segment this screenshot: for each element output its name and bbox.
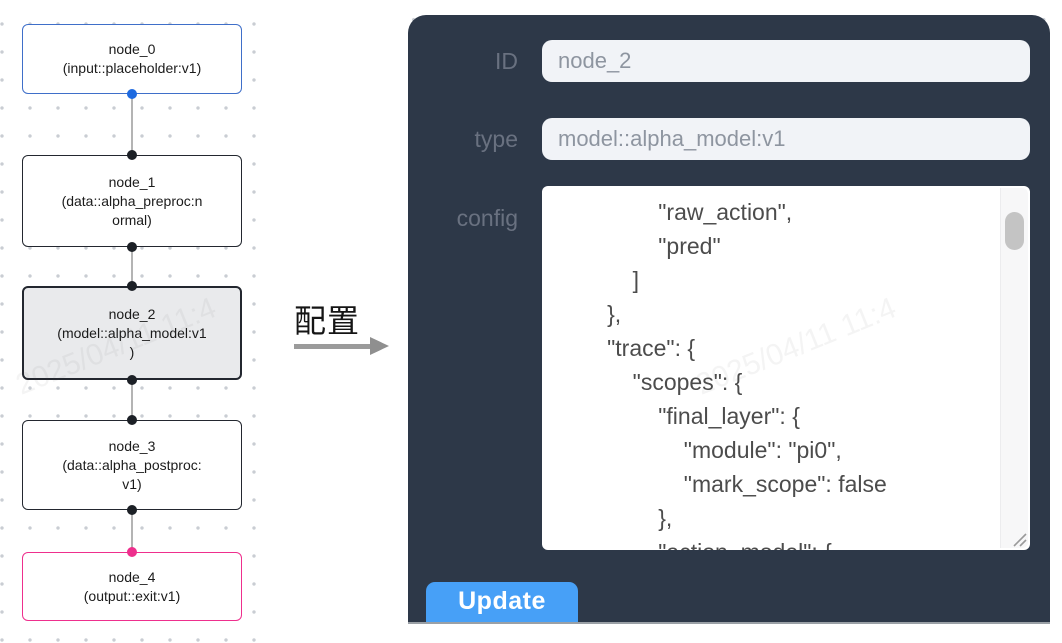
input-handle-node_2[interactable]	[127, 281, 137, 291]
config-scrollbar-thumb[interactable]	[1005, 212, 1024, 250]
input-handle-node_4[interactable]	[127, 547, 137, 557]
config-scrollbar-track[interactable]	[1000, 188, 1028, 548]
edge-node0-node1	[131, 94, 133, 155]
edge-node1-node2	[131, 247, 133, 286]
graph-node-node_0[interactable]: node_0 (input::placeholder:v1)	[22, 24, 242, 94]
config-editor[interactable]: "raw_action", "pred" ] }, "trace": { "sc…	[542, 186, 1030, 550]
type-input[interactable]	[542, 118, 1030, 160]
flow-graph-canvas[interactable]: node_0 (input::placeholder:v1) node_1 (d…	[0, 0, 272, 643]
output-handle-node_0[interactable]	[127, 89, 137, 99]
type-field-label: type	[474, 126, 518, 152]
node-type-label: ormal)	[112, 211, 152, 228]
node-title: node_3	[108, 437, 156, 454]
node-type-label: (data::alpha_postproc:	[62, 456, 202, 473]
input-handle-node_3[interactable]	[127, 415, 137, 425]
node-type-label: (model::alpha_model:v1	[57, 324, 207, 341]
configure-arrow	[294, 344, 372, 349]
update-button[interactable]: Update	[426, 582, 578, 622]
output-handle-node_3[interactable]	[127, 505, 137, 515]
graph-node-node_2[interactable]: node_2 (model::alpha_model:v1 )	[22, 286, 242, 380]
node-config-panel: ID type config "raw_action", "pred" ] },…	[408, 15, 1050, 622]
id-field-label: ID	[495, 48, 518, 74]
config-json-text[interactable]: "raw_action", "pred" ] }, "trace": { "sc…	[607, 199, 887, 550]
id-input[interactable]	[542, 40, 1030, 82]
edge-node3-node4	[131, 510, 133, 552]
node-type-label: v1)	[122, 475, 142, 492]
configure-arrow-head-icon	[370, 337, 389, 355]
node-title: node_4	[108, 568, 156, 585]
panel-canvas: ID type config "raw_action", "pred" ] },…	[392, 0, 1062, 622]
node-title: node_0	[108, 41, 156, 57]
graph-node-node_1[interactable]: node_1 (data::alpha_preproc:n ormal)	[22, 155, 242, 247]
output-handle-node_1[interactable]	[127, 242, 137, 252]
edge-node2-node3	[131, 380, 133, 420]
node-title: node_1	[108, 173, 156, 190]
graph-node-node_3[interactable]: node_3 (data::alpha_postproc: v1)	[22, 420, 242, 510]
configure-label: 配置	[294, 303, 361, 339]
node-type-label: )	[129, 343, 135, 360]
node-title: node_2	[108, 305, 156, 322]
output-handle-node_2[interactable]	[127, 375, 137, 385]
config-field-label: config	[456, 205, 518, 231]
input-handle-node_1[interactable]	[127, 150, 137, 160]
node-type-label: (output::exit:v1)	[83, 587, 181, 604]
node-type-label: (input::placeholder:v1)	[62, 60, 202, 76]
graph-node-node_4[interactable]: node_4 (output::exit:v1)	[22, 552, 242, 621]
node-type-label: (data::alpha_preproc:n	[61, 192, 203, 209]
resize-handle-icon[interactable]	[1010, 530, 1027, 547]
